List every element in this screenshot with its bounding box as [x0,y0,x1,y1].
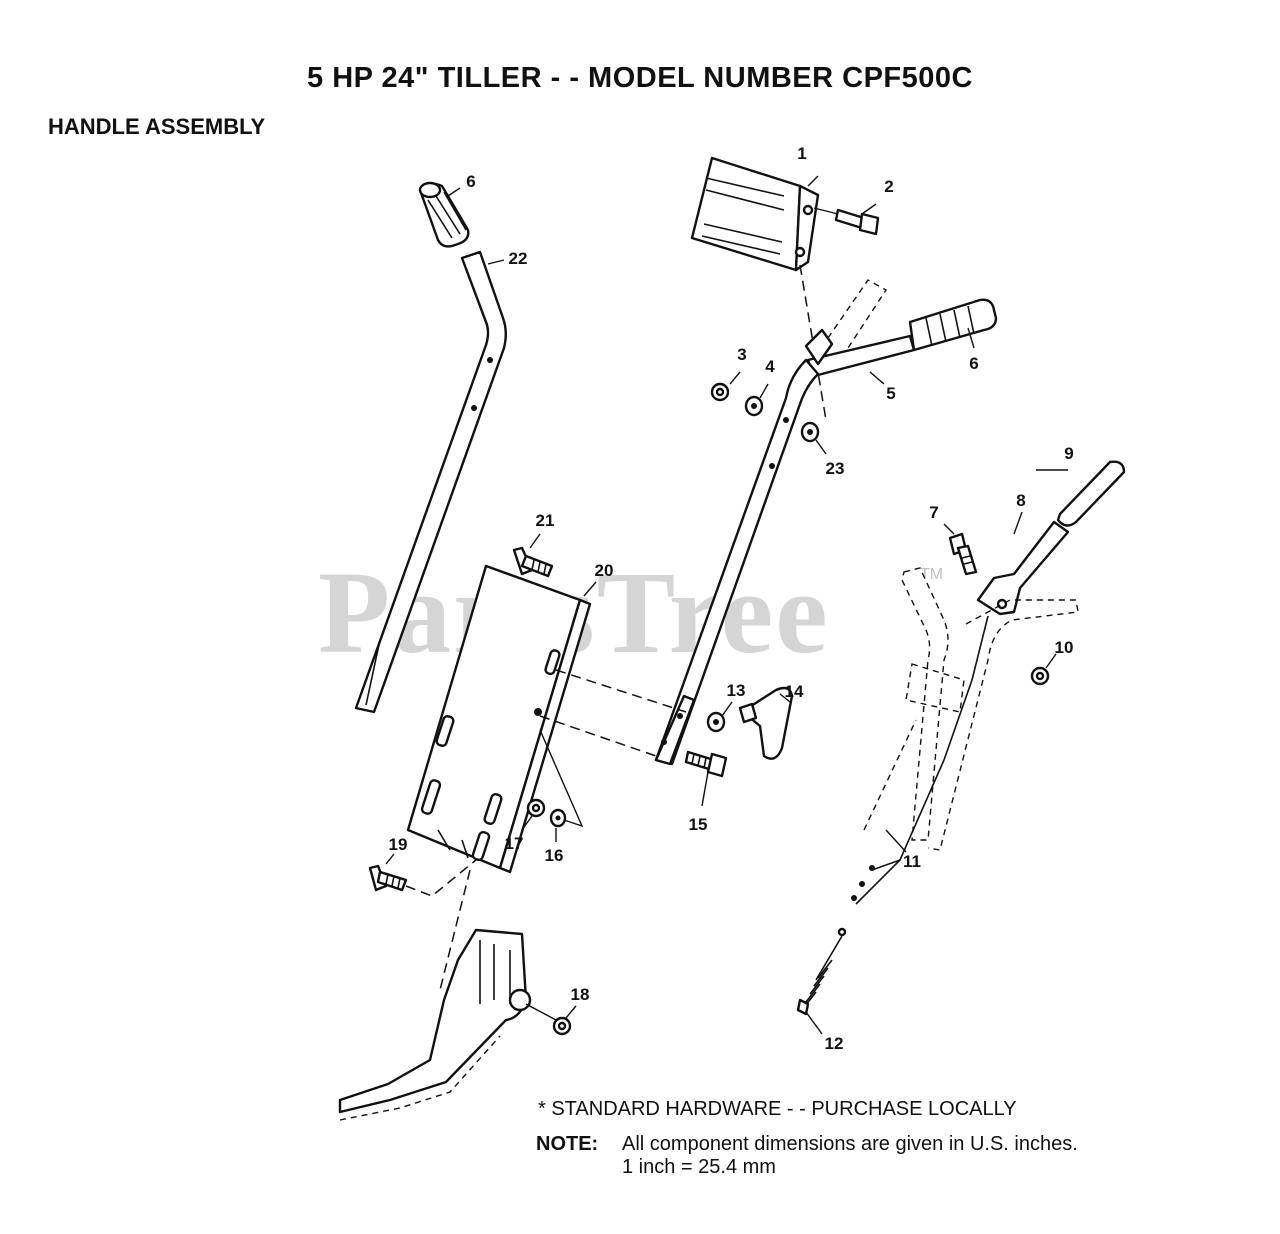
callout-3: 3 [737,345,746,364]
callout-17: 17 [505,834,524,853]
callout-1: 1 [797,144,806,163]
washer-23 [800,421,820,443]
callout-14: 14 [785,682,804,701]
center-handle-tube [654,358,820,766]
note-text: All component dimensions are given in U.… [622,1133,1078,1155]
bracket-1 [690,156,827,421]
washer-4 [744,395,764,417]
callout-22: 22 [509,249,528,268]
bolt-21 [512,546,554,578]
callout-12: 12 [825,1034,844,1053]
bolt-7 [948,532,978,576]
cable-11 [851,615,989,905]
callout-5: 5 [886,384,895,403]
watermark-trademark: TM [920,566,944,583]
callout-13: 13 [727,681,746,700]
nut-17 [526,798,546,818]
callout-23: 23 [826,459,845,478]
callout-8: 8 [1016,491,1025,510]
callout-15: 15 [689,815,708,834]
page-title: 5 HP 24" TILLER - - MODEL NUMBER CPF500C [307,62,973,94]
lever-grip-9 [1056,460,1126,527]
note-label: NOTE: [536,1133,599,1155]
callout-11: 11 [903,852,921,871]
callout-2: 2 [884,177,893,196]
callout-18: 18 [571,985,590,1004]
callout-21: 21 [536,511,555,530]
bolt-19 [368,859,477,897]
callout-4: 4 [765,357,775,376]
callout-9: 9 [1064,444,1073,463]
lower-plate-20 [406,564,687,874]
leader-lines [385,175,1068,1035]
left-grip-6 [418,181,470,248]
callout-7: 7 [929,503,938,522]
nut-3 [710,382,730,402]
bolt-15 [684,750,728,778]
nut-10 [1030,666,1050,686]
bolt-2 [813,207,880,236]
tiller-frame [338,869,557,1121]
washer-13 [706,711,726,733]
callout-6-left: 6 [466,172,475,191]
left-handle-tube-22 [354,250,507,714]
nut-18 [552,1016,572,1036]
callout-6-right: 6 [969,354,978,373]
upper-handle-5 [804,279,916,378]
callout-16: 16 [545,846,564,865]
washer-16 [549,808,567,828]
callout-20: 20 [595,561,614,580]
right-grip-6 [908,298,998,352]
note-conversion: 1 inch = 25.4 mm [622,1156,776,1178]
right-handle-ghost [863,567,1079,851]
standard-hardware-note: * STANDARD HARDWARE - - PURCHASE LOCALLY [538,1098,1017,1120]
callout-10: 10 [1055,638,1074,657]
spring-12 [796,927,847,1016]
callout-19: 19 [389,835,408,854]
section-title: HANDLE ASSEMBLY [48,114,266,139]
lever-8 [976,520,1070,616]
knob-14 [738,686,794,760]
